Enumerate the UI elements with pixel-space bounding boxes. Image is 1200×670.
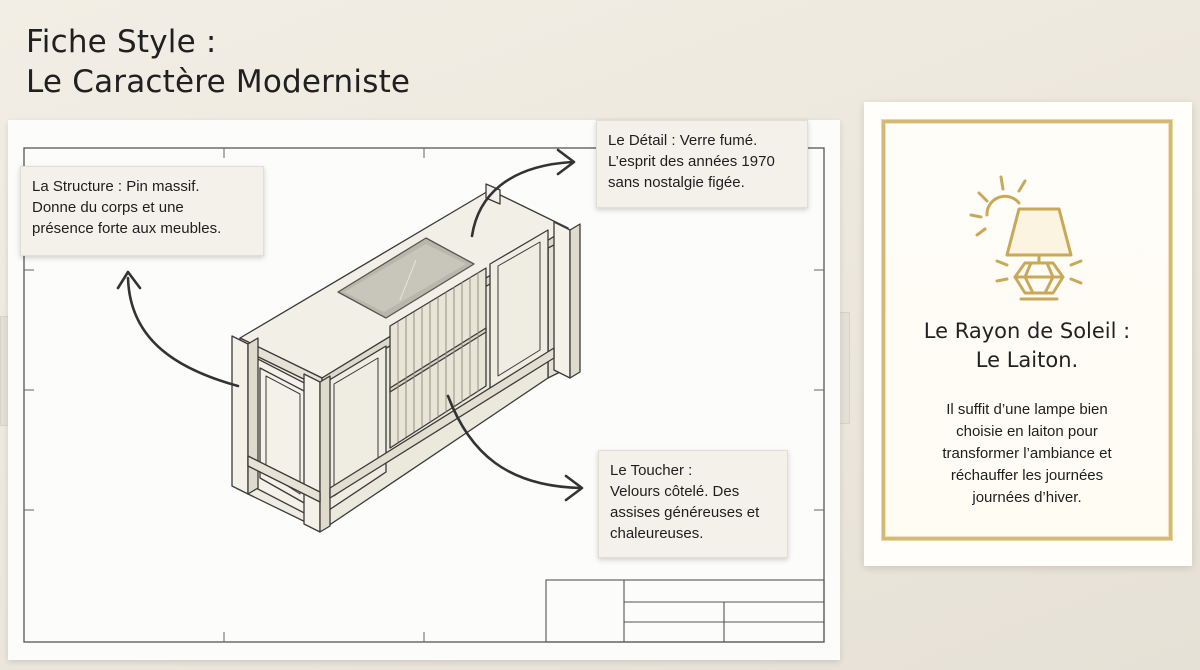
annotation-structure-heading: La Structure : Pin massif. xyxy=(32,178,200,195)
card-body-line: transformer l’ambiance et xyxy=(942,445,1112,462)
card-body-line: journées d’hiver. xyxy=(972,489,1082,506)
annotation-structure-line-3: présence forte aux meubles. xyxy=(32,220,222,237)
brass-card: Le Rayon de Soleil : Le Laiton. Il suffi… xyxy=(864,102,1192,566)
arrow-toucher xyxy=(446,394,582,490)
annotation-detail-line-3: sans nostalgie figée. xyxy=(608,174,745,191)
page-title-line-1: Fiche Style : xyxy=(26,24,217,60)
annotation-detail-heading: Le Détail : Verre fumé. xyxy=(608,132,758,149)
annotation-toucher-line-2: Velours côtelé. Des xyxy=(610,483,740,500)
page-title: Fiche Style : Le Caractère Moderniste xyxy=(26,22,410,102)
gold-frame: Le Rayon de Soleil : Le Laiton. Il suffi… xyxy=(882,120,1172,540)
annotation-toucher: Le Toucher : Velours côtelé. Des assises… xyxy=(598,450,788,558)
velvet-ribs xyxy=(397,272,479,442)
blueprint-drawing xyxy=(23,147,825,643)
card-title: Le Rayon de Soleil : Le Laiton. xyxy=(885,317,1169,375)
card-title-line-2: Le Laiton. xyxy=(975,348,1079,372)
border-ticks xyxy=(24,148,824,642)
arrow-detail xyxy=(470,160,574,238)
card-body-line: réchauffer les journées xyxy=(950,467,1104,484)
blueprint-sheet: La Structure : Pin massif. Donne du corp… xyxy=(8,120,840,660)
arrow-structure xyxy=(126,276,240,388)
annotation-toucher-line-3: assises généreuses et xyxy=(610,504,760,521)
annotation-toucher-heading: Le Toucher : xyxy=(610,462,693,479)
annotation-structure: La Structure : Pin massif. Donne du corp… xyxy=(20,166,264,256)
callout-arrows xyxy=(116,148,584,502)
annotation-structure-line-2: Donne du corps et une xyxy=(32,199,184,216)
card-title-line-1: Le Rayon de Soleil : xyxy=(923,319,1131,343)
annotation-detail-line-2: L’esprit des années 1970 xyxy=(608,153,775,170)
card-body-line: choisie en laiton pour xyxy=(956,423,1098,440)
card-body: Il suffit d’une lampe bien choisie en la… xyxy=(885,399,1169,509)
brass-lamp-sun-icon xyxy=(969,175,1083,301)
title-block xyxy=(545,579,825,643)
annotation-detail: Le Détail : Verre fumé. L’esprit des ann… xyxy=(596,120,808,208)
card-body-line: Il suffit d’une lampe bien xyxy=(946,401,1108,418)
page-title-line-2: Le Caractère Moderniste xyxy=(26,64,411,100)
annotation-toucher-line-4: chaleureuses. xyxy=(610,525,704,542)
sideboard-illustration xyxy=(231,183,581,533)
